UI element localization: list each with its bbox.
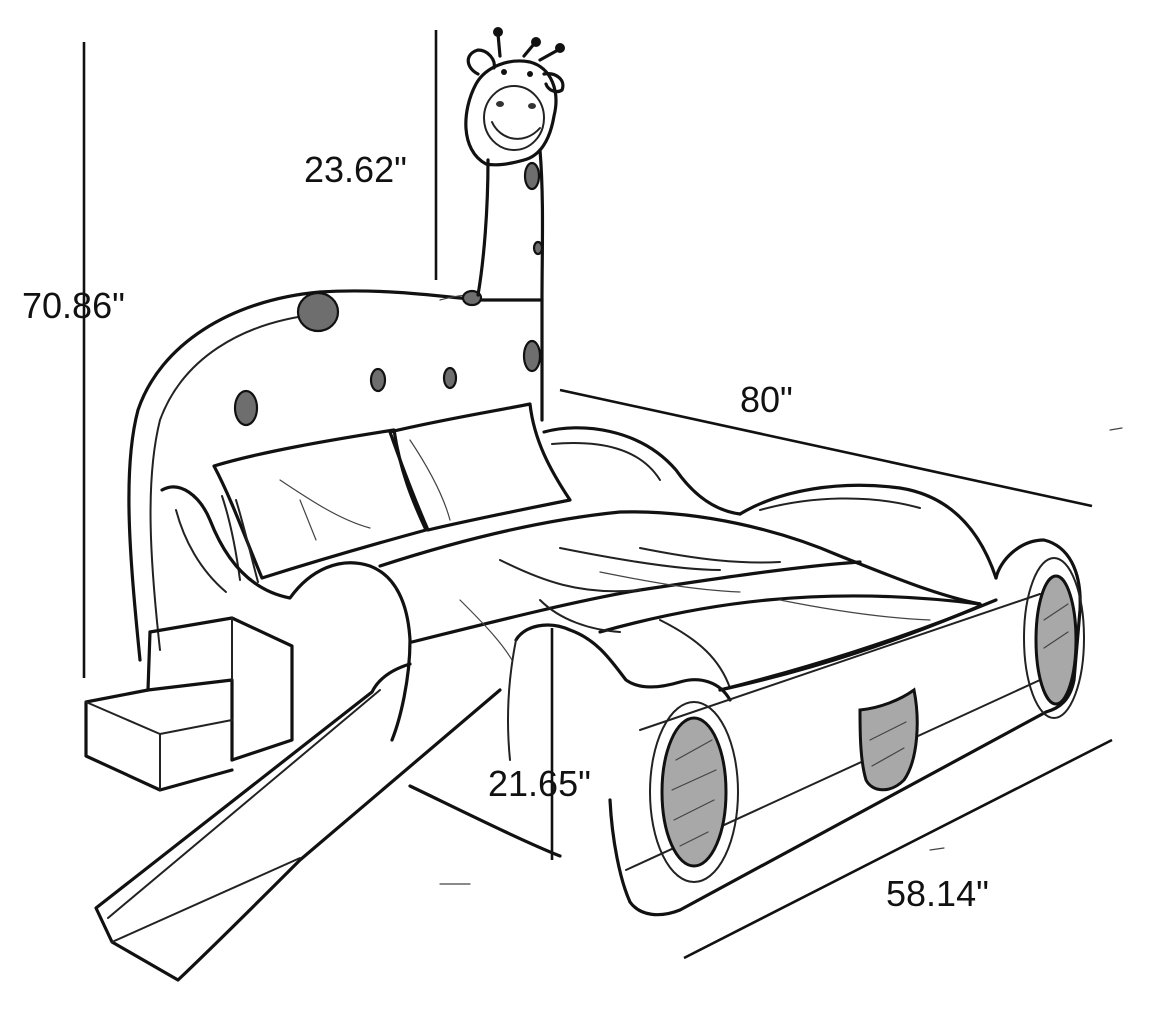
pillows: [212, 402, 572, 583]
slide: [94, 662, 502, 982]
length-label: 80": [740, 379, 793, 420]
wheel-texture: [671, 603, 1069, 847]
mattress: [378, 510, 982, 692]
length-dimension-line: [559, 388, 1093, 508]
front-wheel: [660, 716, 728, 868]
pillow-left: [212, 428, 428, 580]
head-height-label: 23.62": [304, 149, 407, 190]
dimension-lines: [82, 30, 1113, 960]
left-side-rail: [160, 485, 412, 742]
width-dimension-line: [683, 738, 1113, 960]
width-label: 58.14": [886, 873, 989, 914]
giraffe-spot: [296, 291, 340, 333]
giraffe-spot: [523, 161, 541, 191]
steps: [84, 616, 294, 792]
dimension-labels: 70.86" 23.62" 80" 58.14" 21.65": [22, 149, 989, 914]
side-height-label: 21.65": [488, 763, 591, 804]
car-body: [408, 426, 1082, 917]
giraffe-spot: [369, 367, 387, 393]
giraffe-spot: [532, 240, 544, 256]
giraffe-head: [464, 27, 565, 302]
pillow-right: [388, 402, 572, 532]
headboard: [127, 289, 544, 662]
giraffe-spot: [233, 389, 259, 427]
wheels: [649, 557, 1085, 883]
giraffe-spot: [522, 339, 542, 373]
total-height-label: 70.86": [22, 285, 125, 326]
car-emblem: [858, 687, 919, 792]
giraffe-spot: [442, 366, 458, 390]
sketch-marks: [439, 427, 1123, 885]
